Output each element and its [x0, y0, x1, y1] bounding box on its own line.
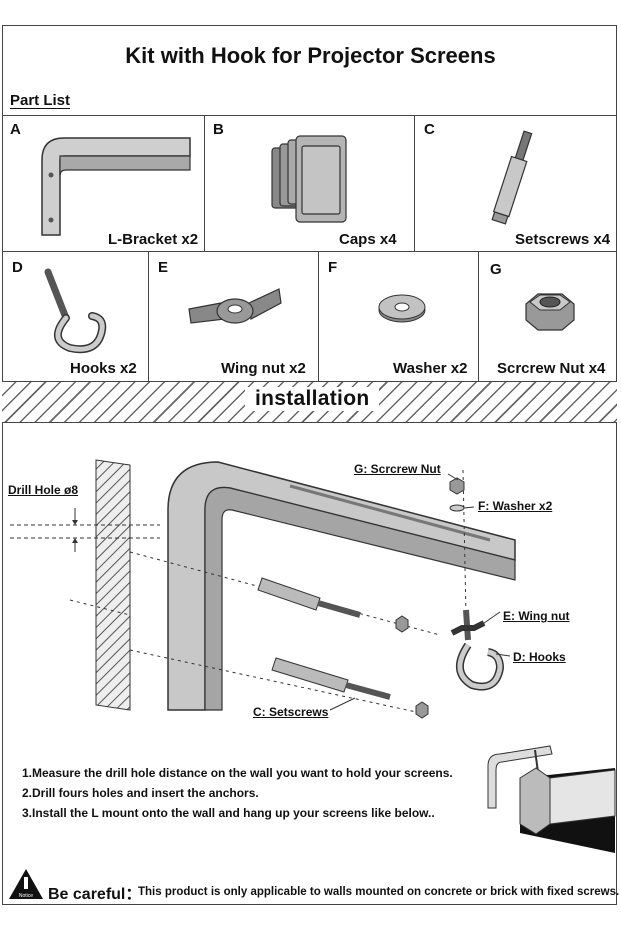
instruction-step: 2.Drill fours holes and insert the ancho…: [22, 786, 259, 800]
screw-nut-icon: [525, 293, 575, 331]
caps-icon: [271, 135, 347, 223]
part-letter: E: [158, 259, 169, 276]
grid-line: [2, 115, 617, 116]
washer-icon: [378, 294, 426, 323]
drill-hole-callout: Drill Hole ø8: [8, 483, 79, 497]
washer-callout: F: Washer x2: [478, 499, 553, 513]
wing-nut-icon: [188, 288, 282, 324]
part-label: Hooks x2: [70, 360, 137, 377]
setscrew-icon: [491, 130, 533, 225]
part-letter: C: [424, 121, 435, 138]
part-label: Wing nut x2: [221, 360, 306, 377]
svg-text:Notice: Notice: [19, 893, 33, 899]
hooks-callout: D: Hooks: [513, 650, 566, 664]
instruction-step: 1.Measure the drill hole distance on the…: [22, 766, 453, 780]
wall: [95, 459, 131, 711]
part-letter: D: [12, 259, 23, 276]
hook-icon: [44, 268, 107, 354]
part-list-heading: Part List: [10, 92, 71, 109]
instruction-step: 3.Install the L mount onto the wall and …: [22, 806, 435, 820]
part-letter: F: [328, 259, 338, 276]
grid-line: [414, 115, 415, 251]
l-bracket-icon: [41, 137, 191, 236]
installation-title: installation: [245, 387, 380, 411]
part-label: Scrcrew Nut x4: [497, 360, 606, 377]
grid-line: [148, 251, 149, 381]
warning-text: This product is only applicable to walls…: [138, 886, 620, 898]
hook-drawing: [450, 609, 505, 691]
screw-nut-callout: G: Scrcrew Nut: [354, 462, 441, 476]
part-letter: G: [490, 261, 502, 278]
grid-line: [478, 251, 479, 381]
page-title: Kit with Hook for Projector Screens: [125, 43, 496, 68]
wing-nut-callout: E: Wing nut: [503, 609, 570, 623]
installation-diagram: [10, 459, 516, 719]
warning-heading: Be careful：: [48, 886, 142, 903]
grid-line: [204, 115, 205, 251]
part-letter: B: [213, 121, 224, 138]
grid-line: [2, 251, 617, 252]
grid-line: [318, 251, 319, 381]
warning-icon: Notice: [9, 869, 43, 899]
part-label: Caps x4: [339, 231, 397, 248]
setscrews-callout: C: Setscrews: [253, 705, 329, 719]
part-label: Setscrews x4: [515, 231, 611, 248]
part-letter: A: [10, 121, 21, 138]
part-label: L-Bracket x2: [108, 231, 199, 248]
projector-screen-illustration: [487, 745, 616, 853]
setscrew-drawing: [257, 577, 391, 700]
document-frame: [2, 25, 617, 905]
part-label: Washer x2: [393, 360, 468, 377]
nut-drawing: [395, 477, 465, 719]
